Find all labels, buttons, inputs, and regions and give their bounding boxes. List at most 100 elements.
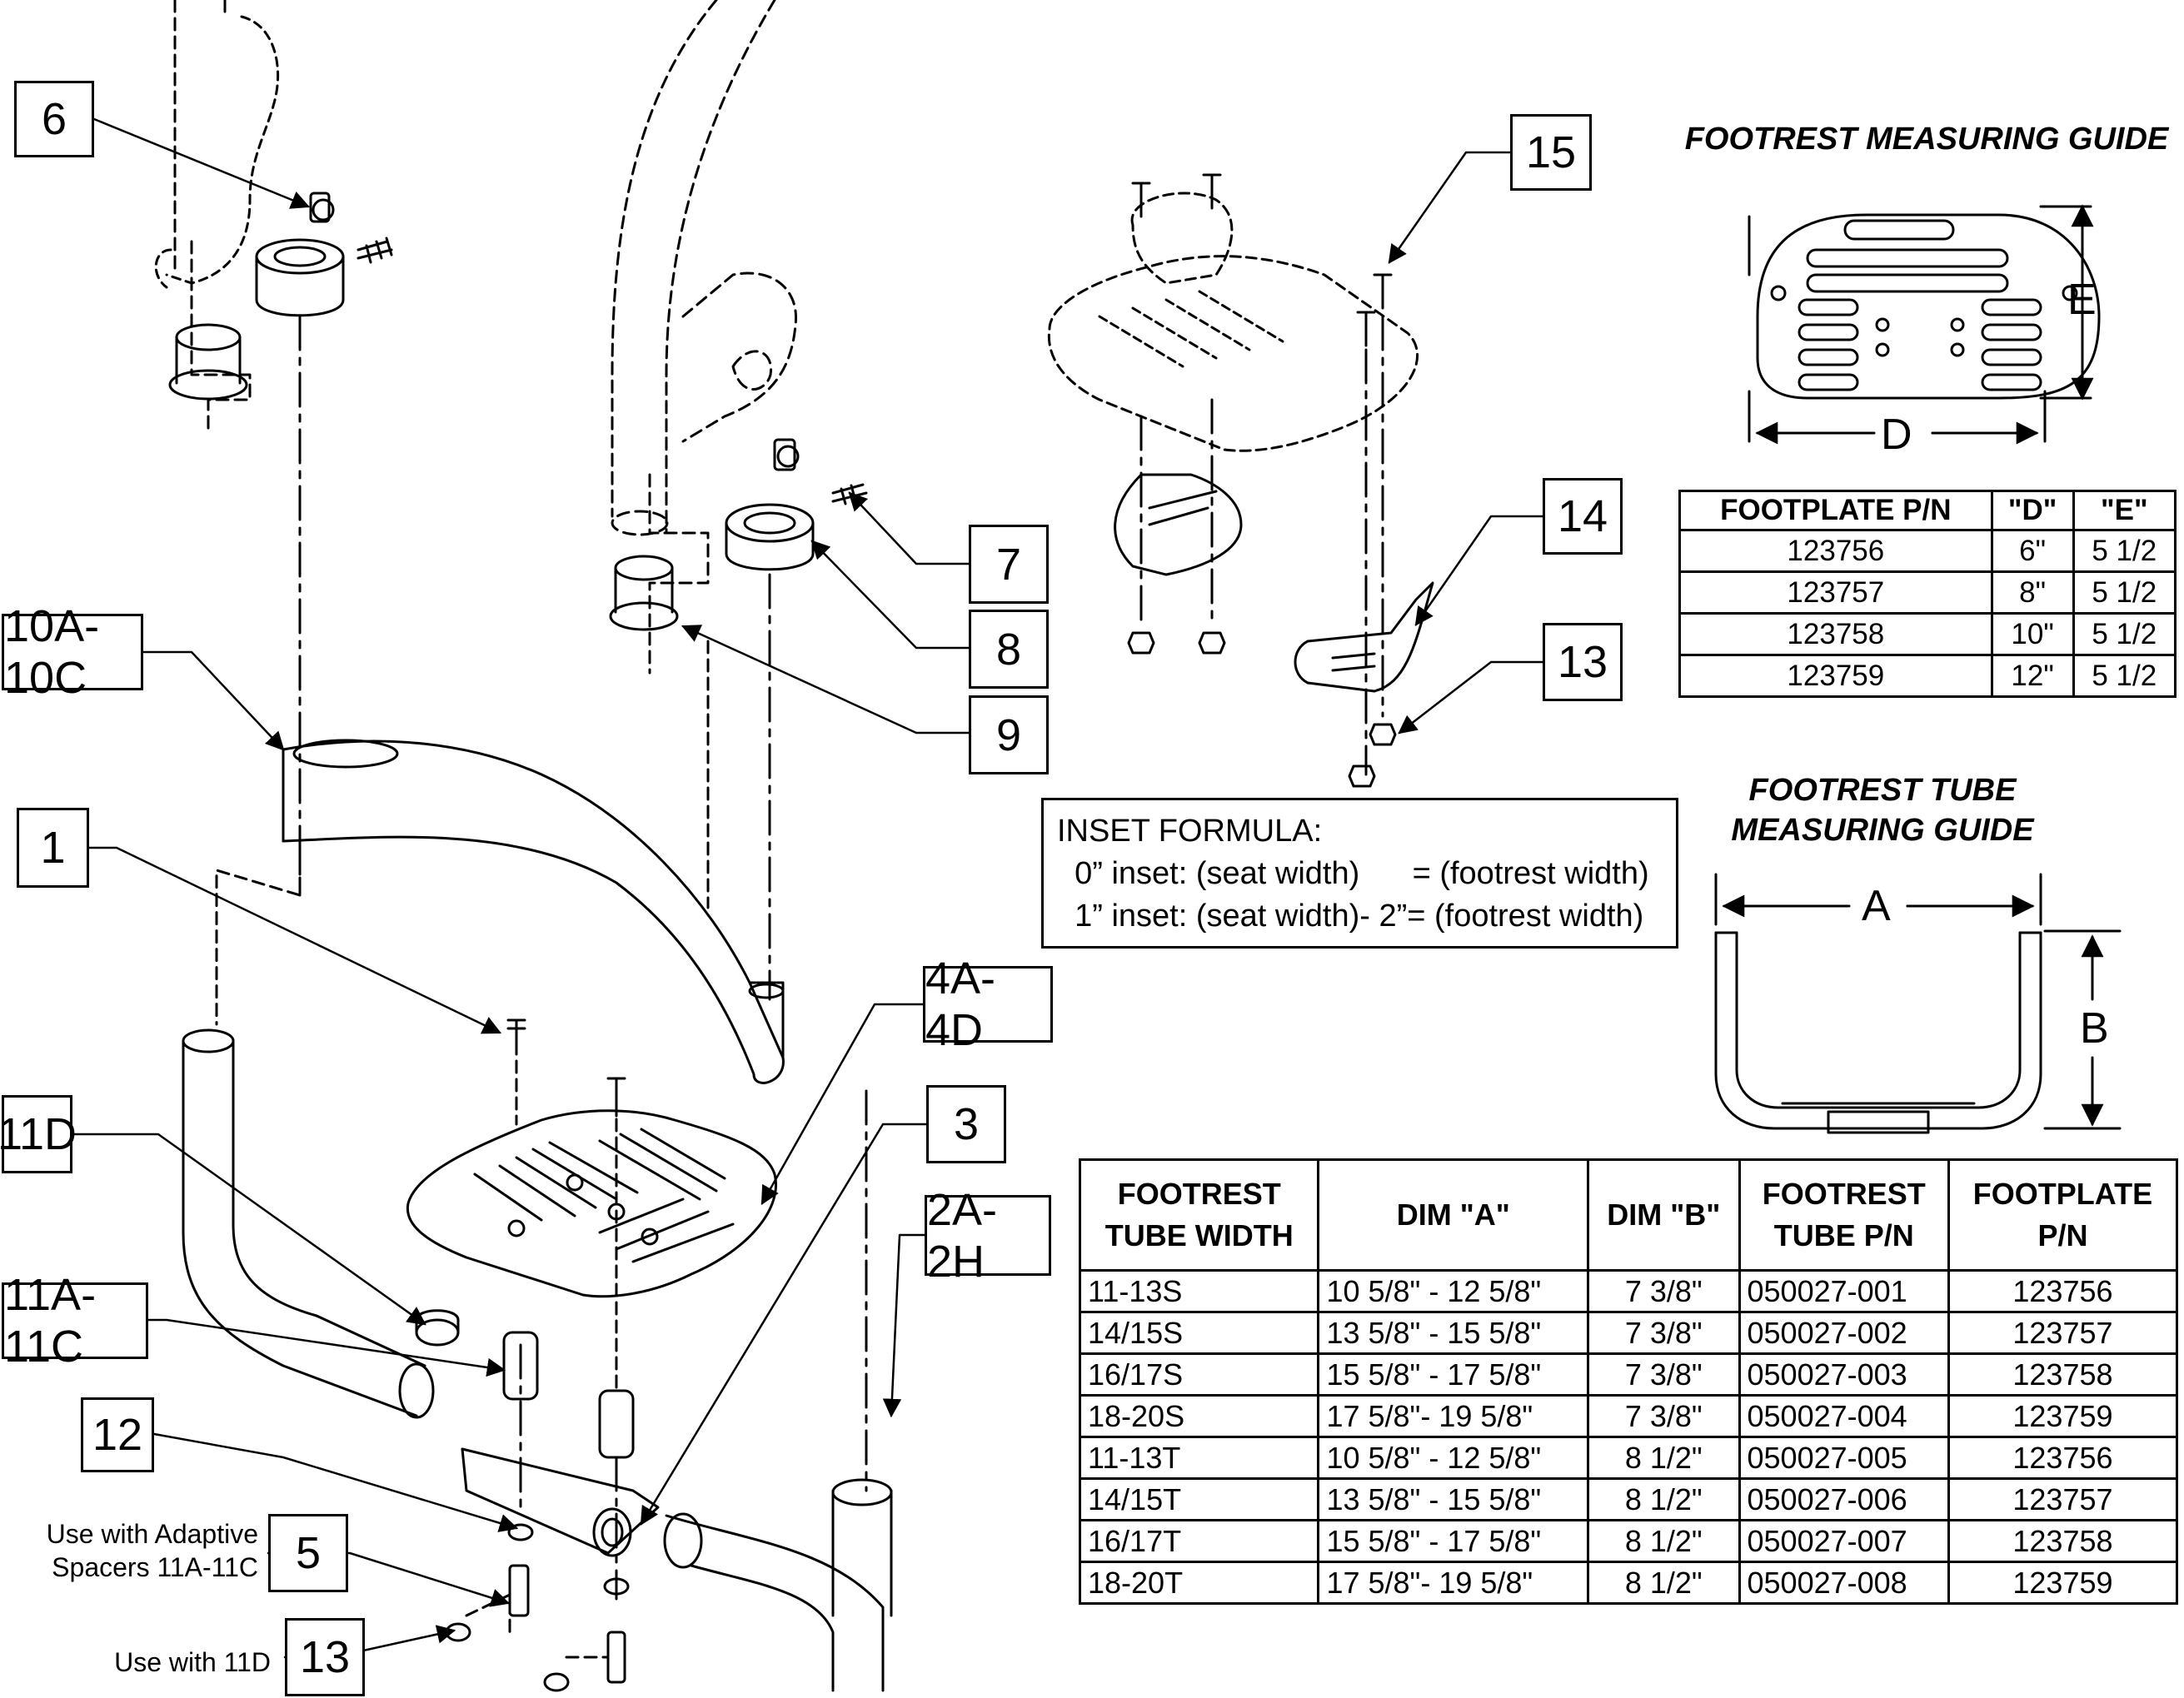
lower-footrest-tube bbox=[182, 1028, 893, 1692]
table-cell: 8 1/2" bbox=[1587, 1561, 1741, 1605]
table-cell: 050027-006 bbox=[1738, 1477, 1950, 1521]
frame-tube-upper bbox=[611, 0, 798, 909]
inset-formula-title: INSET FORMULA: bbox=[1057, 814, 1323, 849]
callout-3: 3 bbox=[926, 1085, 1006, 1163]
table-cell: 7 3/8" bbox=[1587, 1311, 1741, 1355]
column-header: "E" bbox=[2072, 490, 2177, 531]
table-cell: 15 5/8" - 17 5/8" bbox=[1317, 1519, 1590, 1563]
dimension-label-d: D bbox=[1881, 411, 1912, 459]
leader-lines bbox=[71, 117, 1544, 1659]
table-cell: 050027-002 bbox=[1738, 1311, 1950, 1355]
table-cell: 123758 bbox=[1947, 1519, 2179, 1563]
table-cell: 123759 bbox=[1947, 1394, 2179, 1438]
table-cell: 050027-001 bbox=[1738, 1269, 1950, 1313]
table-cell: 7 3/8" bbox=[1587, 1352, 1741, 1397]
table-cell: 123757 bbox=[1947, 1311, 2179, 1355]
table-cell: 16/17T bbox=[1078, 1519, 1320, 1563]
table-cell: 8 1/2" bbox=[1587, 1477, 1741, 1521]
tube-guide-sketch bbox=[1716, 873, 2122, 1134]
table-cell: 123758 bbox=[1947, 1352, 2179, 1397]
table-cell: 5 1/2 bbox=[2072, 529, 2177, 573]
table-cell: 5 1/2 bbox=[2072, 570, 2177, 615]
footplate-upper-right bbox=[1047, 173, 1434, 788]
table-cell: 5 1/2 bbox=[2072, 612, 2177, 656]
middle-clamp-assembly bbox=[609, 438, 868, 1001]
upper-left-clamp-assembly bbox=[154, 0, 393, 897]
table-cell: 13 5/8" - 15 5/8" bbox=[1317, 1311, 1590, 1355]
callout-13-lower: 13 bbox=[285, 1618, 365, 1696]
tube-guide-title-line-1: FOOTREST TUBE bbox=[1748, 773, 2017, 808]
callout-6: 6 bbox=[14, 81, 94, 157]
dimension-label-b: B bbox=[2080, 1004, 2109, 1053]
table-cell: 10" bbox=[1990, 612, 2075, 656]
note-adaptive-spacers: Use with Adaptive Spacers 11A-11C bbox=[46, 1519, 258, 1582]
table-cell: 050027-004 bbox=[1738, 1394, 1950, 1438]
table-cell: 123756 bbox=[1947, 1436, 2179, 1480]
table-cell: 11-13T bbox=[1078, 1436, 1320, 1480]
footplate-guide-sketch bbox=[1749, 204, 2101, 441]
table-cell: 050027-005 bbox=[1738, 1436, 1950, 1480]
table-cell: 123759 bbox=[1947, 1561, 2179, 1605]
dimension-label-a: A bbox=[1862, 882, 1891, 930]
table-cell: 123757 bbox=[1678, 570, 1993, 615]
callout-9: 9 bbox=[969, 695, 1049, 774]
table-cell: 050027-008 bbox=[1738, 1561, 1950, 1605]
inset-formula-line-2: 1” inset: (seat width)- 2”= (footrest wi… bbox=[1057, 899, 1644, 934]
callout-11d: 11D bbox=[0, 1095, 77, 1173]
table-cell: 11-13S bbox=[1078, 1269, 1320, 1313]
table-cell: 123757 bbox=[1947, 1477, 2179, 1521]
callout-13-upper: 13 bbox=[1543, 623, 1623, 701]
inset-formula-line-1: 0” inset: (seat width) = (footrest width… bbox=[1057, 856, 1649, 891]
table-cell: 18-20S bbox=[1078, 1394, 1320, 1438]
note-use-with-11d: Use with 11D bbox=[114, 1647, 271, 1677]
table-cell: 16/17S bbox=[1078, 1352, 1320, 1397]
table-cell: 7 3/8" bbox=[1587, 1394, 1741, 1438]
table-cell: 8 1/2" bbox=[1587, 1519, 1741, 1563]
column-header-dim-a: DIM "A" bbox=[1317, 1158, 1590, 1272]
table-cell: 17 5/8"- 19 5/8" bbox=[1317, 1561, 1590, 1605]
table-cell: 14/15T bbox=[1078, 1477, 1320, 1521]
column-header: FOOTPLATE P/N bbox=[1678, 490, 1993, 531]
callout-2a-2h: 2A-2H bbox=[925, 1185, 1051, 1287]
hanger-bracket bbox=[215, 739, 785, 1084]
inset-formula-box: INSET FORMULA: 0” inset: (seat width) = … bbox=[1041, 798, 1678, 949]
footrest-guide-title: FOOTREST MEASURING GUIDE bbox=[1684, 122, 2169, 157]
table-cell: 14/15S bbox=[1078, 1311, 1320, 1355]
footplate-lower bbox=[406, 1023, 777, 1601]
table-cell: 7 3/8" bbox=[1587, 1269, 1741, 1313]
table-cell: 123759 bbox=[1678, 654, 1993, 698]
callout-14: 14 bbox=[1543, 478, 1623, 555]
callout-7: 7 bbox=[969, 525, 1049, 604]
table-cell: 050027-007 bbox=[1738, 1519, 1950, 1563]
table-cell: 6" bbox=[1990, 529, 2075, 573]
table-cell: 8" bbox=[1990, 570, 2075, 615]
table-cell: 10 5/8" - 12 5/8" bbox=[1317, 1269, 1590, 1313]
table-cell: 050027-003 bbox=[1738, 1352, 1950, 1397]
callout-11a-11c: 11A-11C bbox=[2, 1270, 148, 1372]
mounting-bracket bbox=[461, 1447, 660, 1557]
table-cell: 12" bbox=[1990, 654, 2075, 698]
column-header: "D" bbox=[1990, 490, 2075, 531]
column-header-dim-b: DIM "B" bbox=[1587, 1158, 1741, 1272]
callout-15: 15 bbox=[1510, 114, 1592, 191]
callout-1: 1 bbox=[17, 808, 89, 888]
table-cell: 18-20T bbox=[1078, 1561, 1320, 1605]
callout-4a-4d: 4A-4D bbox=[923, 954, 1053, 1055]
